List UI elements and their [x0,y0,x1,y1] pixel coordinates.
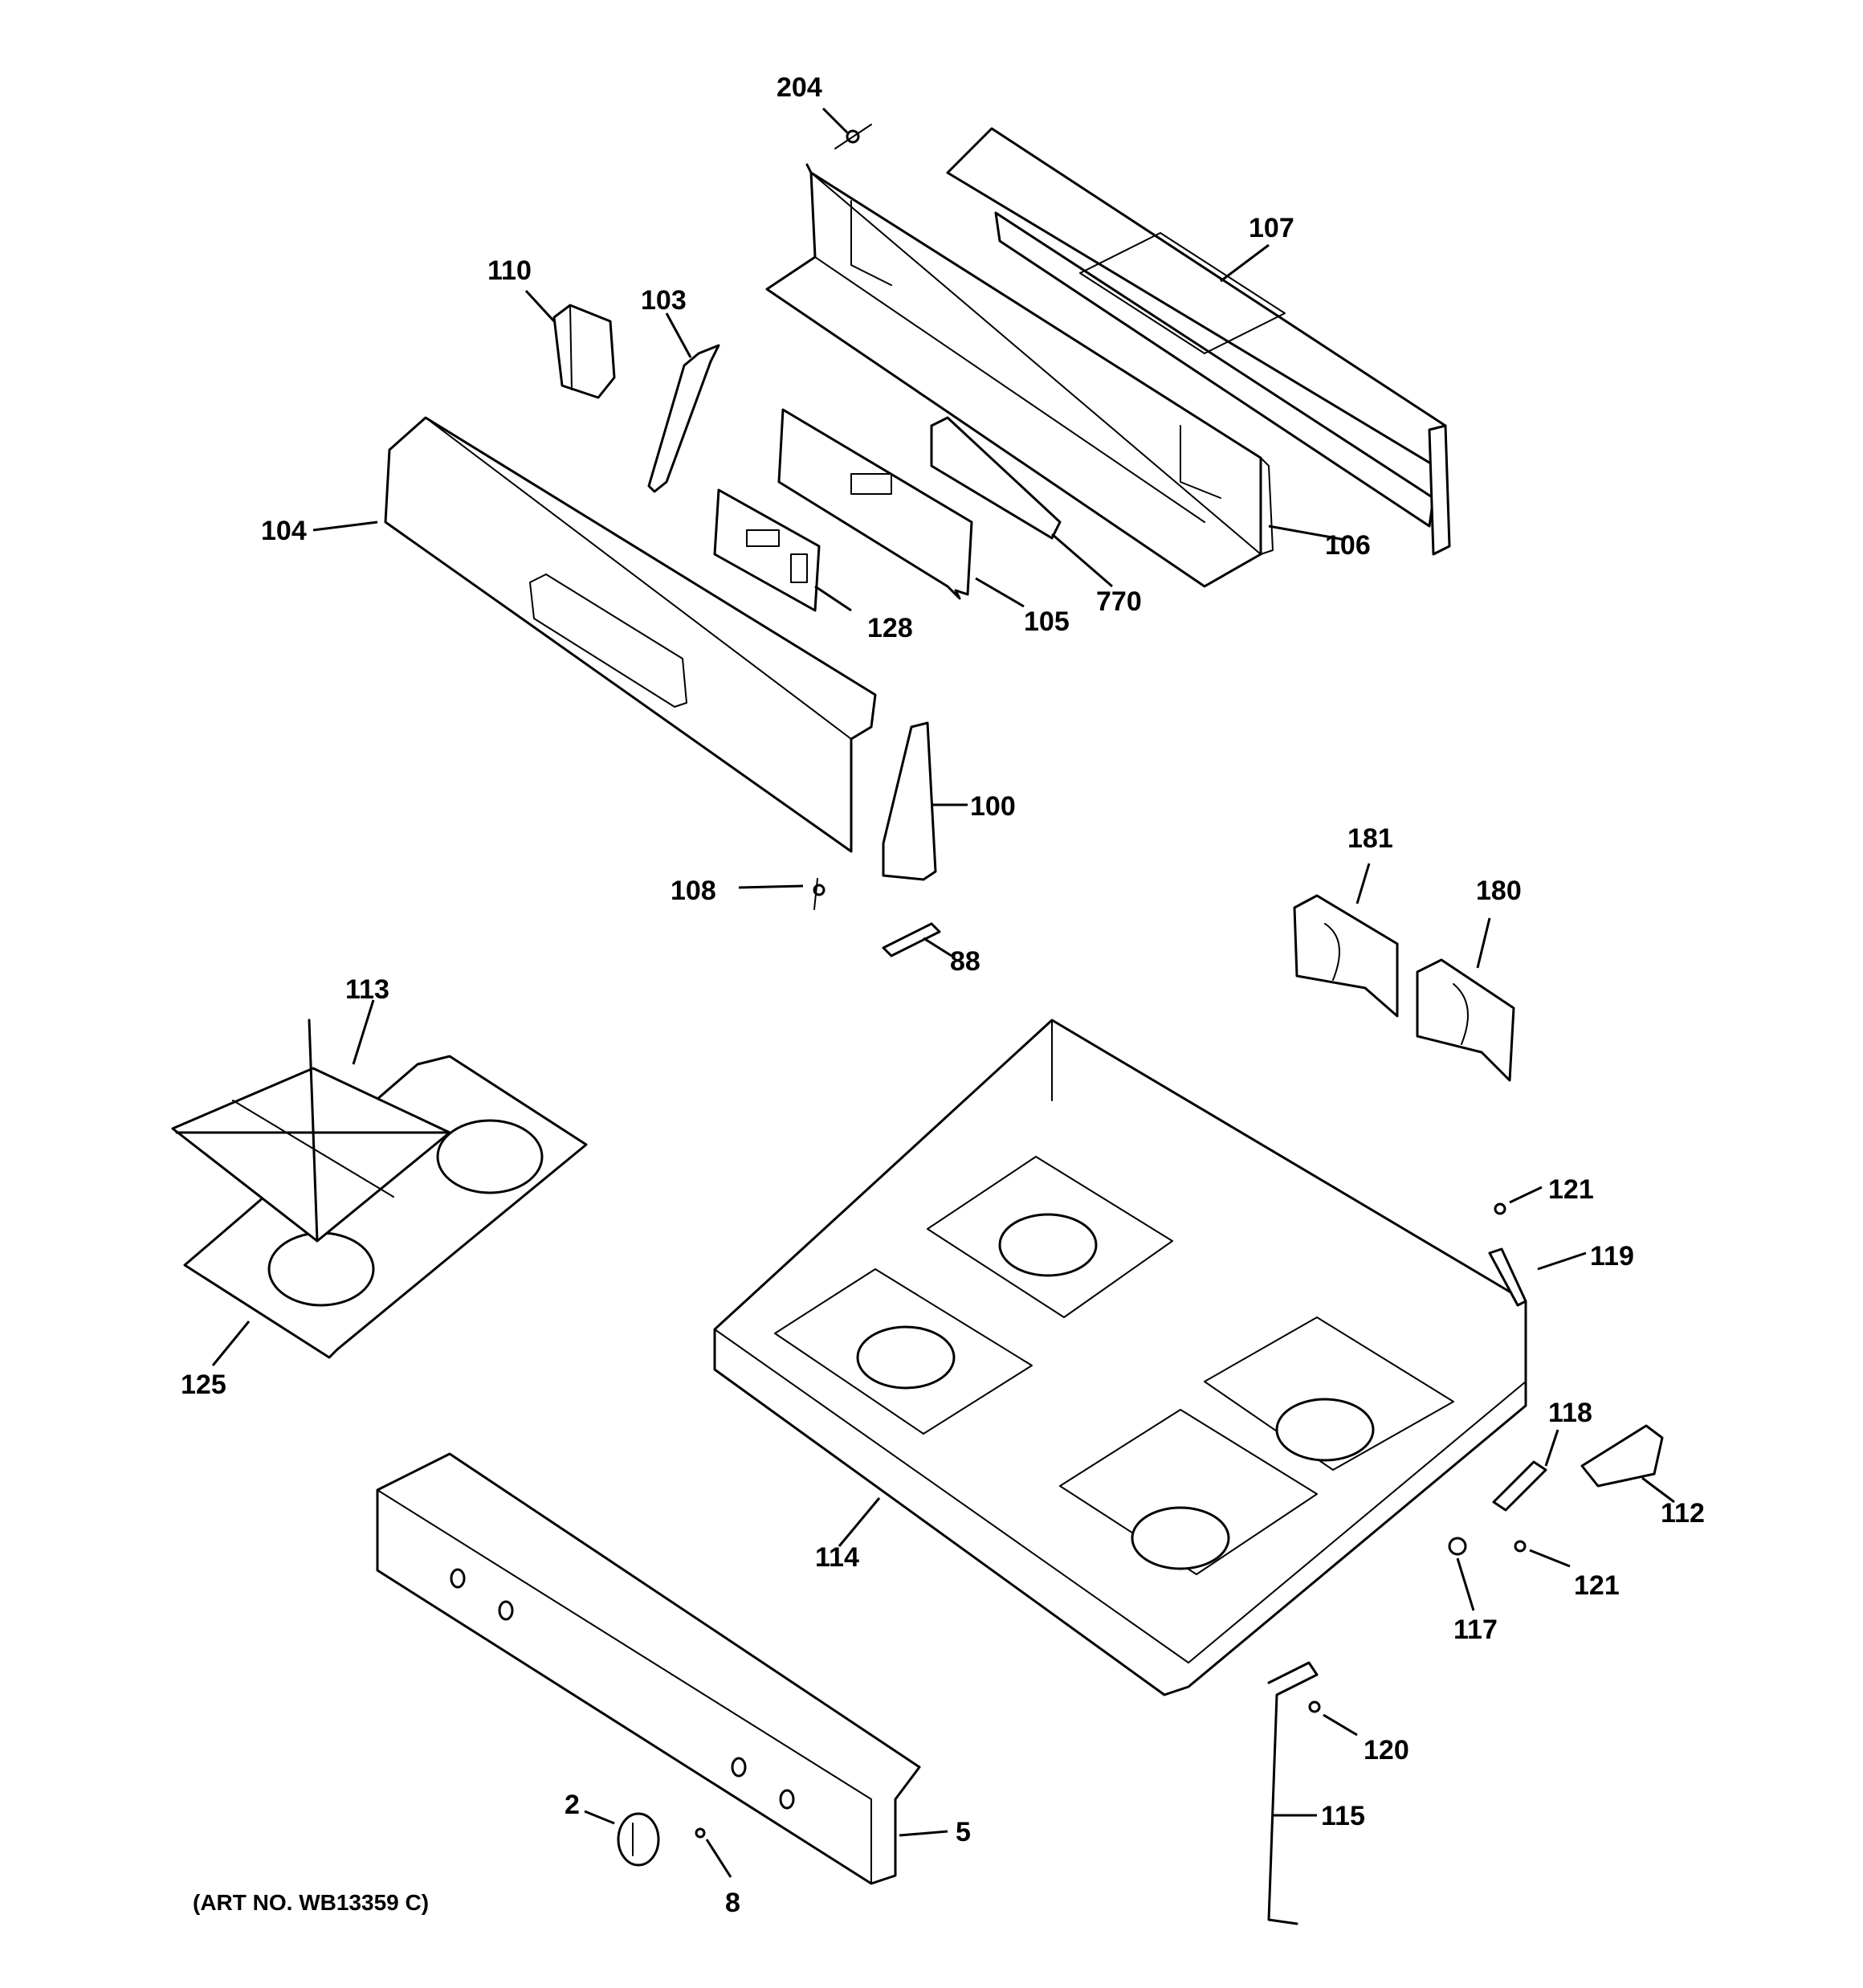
label-180: 180 [1476,876,1522,906]
part-204-screw [834,124,872,149]
part-2-knob [617,1812,660,1867]
part-113-grate [171,1018,451,1243]
label-110: 110 [487,255,532,286]
part-770-component [930,416,1062,540]
label-88: 88 [950,946,980,977]
label-121-top: 121 [1548,1174,1594,1205]
part-128-overlay [713,488,821,612]
label-121-bottom: 121 [1574,1570,1620,1601]
label-107: 107 [1249,213,1294,243]
part-110-component [552,304,616,399]
label-5: 5 [956,1817,971,1847]
part-121-screw-top [1494,1202,1506,1215]
part-8-screw [695,1827,706,1839]
label-106: 106 [1325,530,1371,561]
part-106-backguard [765,163,1274,588]
part-105-control-board [777,408,973,600]
label-125: 125 [181,1370,226,1400]
label-112: 112 [1661,1498,1705,1529]
label-100: 100 [970,791,1016,822]
label-113: 113 [345,974,389,1005]
part-108-screw [813,878,826,910]
label-119: 119 [1590,1241,1634,1272]
label-118: 118 [1548,1398,1592,1428]
part-180-bracket [1416,958,1515,1082]
part-107-rear-cover [946,127,1451,556]
label-204: 204 [777,72,822,103]
part-5-manifold-panel [376,1452,921,1885]
label-120: 120 [1364,1735,1409,1766]
part-100-end-cap [882,721,937,881]
label-115: 115 [1321,1801,1365,1831]
label-105: 105 [1024,606,1070,637]
label-108: 108 [671,876,716,906]
part-114-cooktop [713,1018,1527,1696]
part-103-bracket [647,344,720,493]
label-104: 104 [261,516,307,546]
label-114: 114 [815,1542,859,1573]
label-117: 117 [1453,1614,1498,1645]
label-181: 181 [1347,823,1393,854]
art-number: (ART NO. WB13359 C) [193,1890,429,1915]
part-119-bracket [1488,1247,1527,1307]
label-128: 128 [867,613,913,643]
part-181-bracket [1293,894,1399,1018]
label-2: 2 [565,1790,580,1820]
label-8: 8 [725,1888,740,1918]
part-112-component [1580,1424,1664,1488]
part-120-screw [1308,1700,1321,1713]
part-115-rod [1267,1661,1319,1925]
part-117-component [1448,1537,1467,1556]
label-770: 770 [1096,586,1142,617]
part-118-bracket [1492,1460,1547,1512]
part-121-screw-bottom [1514,1540,1527,1553]
part-88-clip [882,922,941,957]
leader-lines [211,107,1675,1878]
part-104-control-panel [384,416,877,853]
label-103: 103 [641,285,687,316]
part-125-drip-pan [183,1055,588,1359]
